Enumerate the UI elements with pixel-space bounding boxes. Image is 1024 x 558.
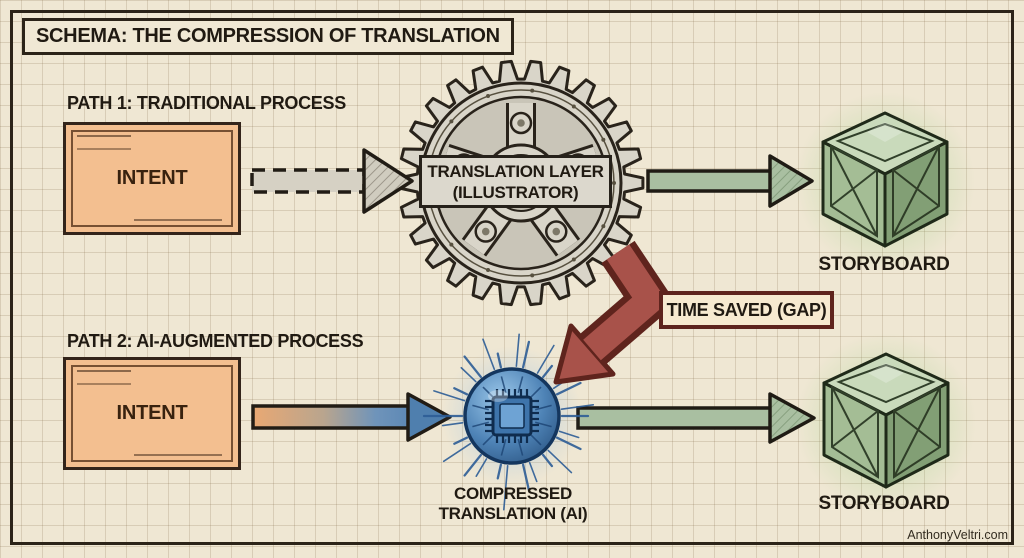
path1-heading: PATH 1: TRADITIONAL PROCESS [67,93,346,113]
intent-box-path2: INTENT [63,357,241,470]
attribution-credit: AnthonyVeltri.com [907,528,1008,542]
intent-inner-border [71,130,233,227]
intent-box-path1: INTENT [63,122,241,235]
compressed-translation-line1: COMPRESSED [454,484,572,503]
intent-label: INTENT [116,167,188,189]
outer-frame [10,10,1014,545]
intent-inner-border [71,365,233,462]
compressed-translation-line2: TRANSLATION (AI) [438,504,588,523]
storyboard-label-top: STORYBOARD [818,254,950,275]
time-saved-badge: TIME SAVED (GAP) [659,291,834,329]
storyboard-label-bottom: STORYBOARD [818,493,950,514]
path2-heading: PATH 2: AI-AUGMENTED PROCESS [67,331,364,351]
translation-layer-plate: TRANSLATION LAYER (ILLUSTRATOR) [419,155,612,208]
diagram-title: SCHEMA: THE COMPRESSION OF TRANSLATION [22,18,514,55]
intent-label: INTENT [116,402,188,424]
translation-layer-line2: (ILLUSTRATOR) [452,182,579,202]
translation-layer-line1: TRANSLATION LAYER [427,161,604,181]
compressed-translation-label: COMPRESSED TRANSLATION (AI) [427,484,599,524]
